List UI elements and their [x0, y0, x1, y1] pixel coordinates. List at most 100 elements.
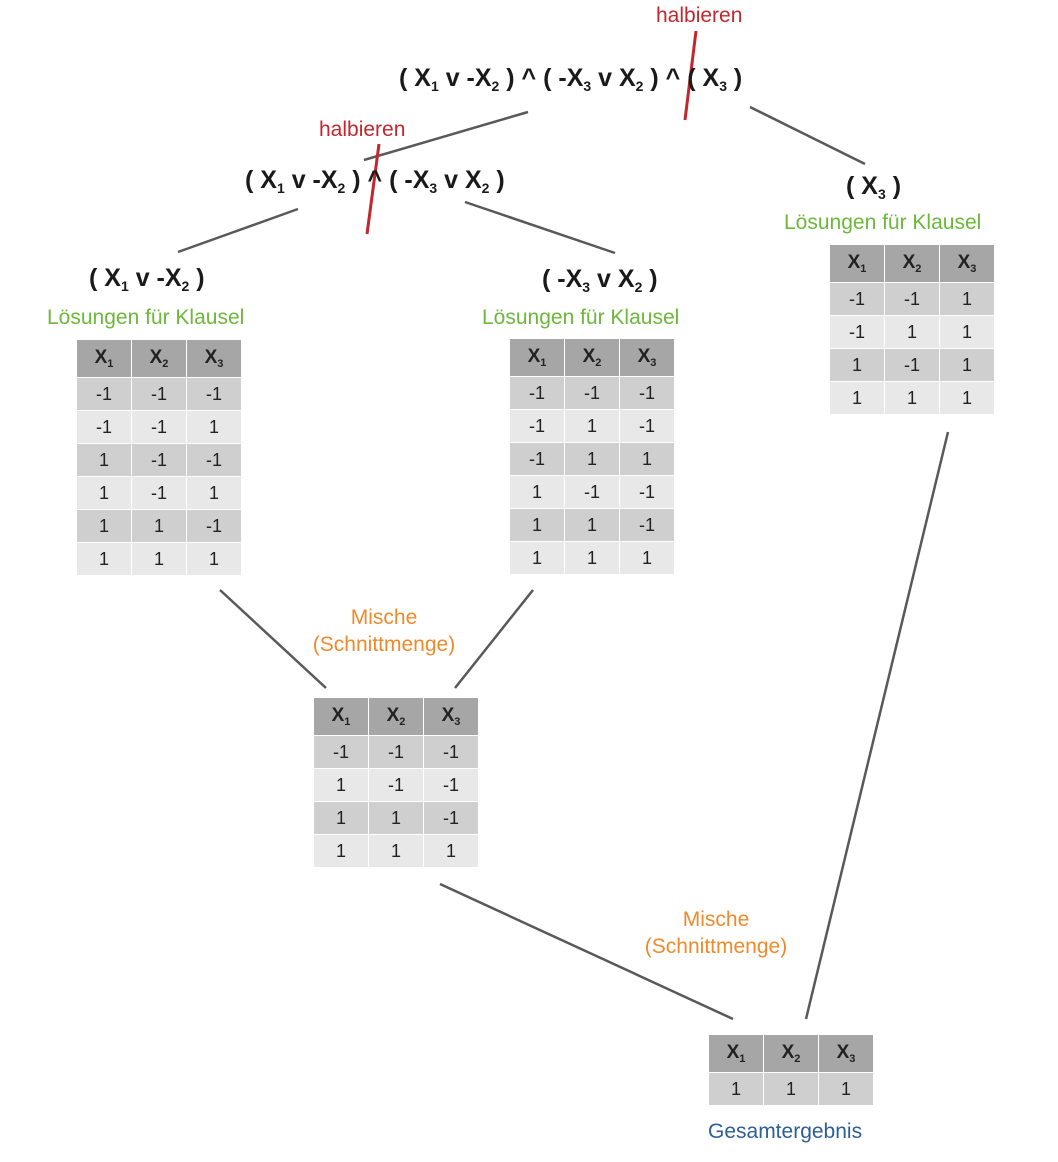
result-label: Gesamtergebnis	[708, 1120, 863, 1143]
column-header-variable: X	[836, 1042, 850, 1063]
column-header-variable: X	[847, 252, 861, 273]
table-cell: 1	[939, 381, 995, 415]
formula-text: ( -X	[542, 265, 583, 293]
edge-table-b-to-merge1	[454, 589, 534, 689]
column-header: X1	[829, 244, 885, 283]
table-cell: -1	[131, 410, 187, 444]
edge-merge1-to-result	[439, 882, 734, 1021]
column-header: X3	[818, 1034, 874, 1073]
formula-clause-b: ( -X3 v X2 )	[542, 265, 658, 295]
table-cell: 1	[939, 348, 995, 382]
formula-text: )	[726, 64, 743, 92]
column-header-variable: X	[204, 347, 218, 368]
table-cell: 1	[829, 348, 885, 382]
formula-subscript: 3	[583, 78, 592, 94]
table-cell: 1	[619, 442, 675, 476]
column-header-index: 3	[849, 1053, 856, 1065]
table-cell: -1	[313, 735, 369, 769]
table-cell: 1	[76, 542, 132, 576]
merge-label-1-line2: (Schnittmenge)	[312, 633, 456, 656]
edge-left-half-to-clause-b	[464, 200, 616, 255]
table-cell: 1	[131, 542, 187, 576]
column-header: X3	[423, 697, 479, 736]
table-cell: 1	[423, 834, 479, 868]
halve-label-top: halbieren	[656, 4, 743, 27]
table-cell: -1	[509, 409, 565, 443]
column-header-index: 1	[540, 357, 547, 369]
table-cell: 1	[884, 381, 940, 415]
column-header-variable: X	[527, 346, 541, 367]
table-cell: 1	[829, 381, 885, 415]
column-header-index: 3	[217, 358, 224, 370]
column-header-index: 1	[739, 1053, 746, 1065]
column-header-index: 2	[399, 716, 406, 728]
formula-text: ) ^ ( -X	[345, 166, 430, 194]
formula-subscript: 2	[337, 180, 346, 196]
formula-text: v X	[437, 166, 482, 194]
table-cell: -1	[186, 377, 242, 411]
solutions-label-b: Lösungen für Klausel	[482, 306, 680, 329]
table-cell: 1	[564, 442, 620, 476]
formula-subscript: 1	[120, 278, 129, 294]
table-cell: 1	[368, 834, 424, 868]
table-cell: -1	[423, 768, 479, 802]
formula-left-half: ( X1 v -X2 ) ^ ( -X3 v X2 )	[245, 166, 505, 196]
formula-subscript: 2	[181, 278, 190, 294]
formula-text: ) ^ ( X	[643, 64, 720, 92]
table-cell: -1	[368, 735, 424, 769]
column-header-variable: X	[582, 346, 596, 367]
table-cell: 1	[564, 409, 620, 443]
column-header-variable: X	[902, 252, 916, 273]
column-header-index: 3	[970, 263, 977, 275]
formula-text: v -X	[284, 166, 338, 194]
formula-subscript: 3	[582, 279, 591, 295]
column-header-index: 2	[915, 263, 922, 275]
table-cell: -1	[564, 376, 620, 410]
solutions-label-a: Lösungen für Klausel	[47, 306, 245, 329]
table-cell: 1	[76, 476, 132, 510]
table-cell: -1	[619, 409, 675, 443]
table-cell: 1	[76, 443, 132, 477]
column-header: X2	[884, 244, 940, 283]
formula-text: v -X	[438, 64, 492, 92]
merge-label-1: Mische (Schnittmenge)	[303, 604, 465, 658]
table-cell: 1	[186, 476, 242, 510]
formula-text: ) ^ ( -X	[499, 64, 584, 92]
table-cell: -1	[619, 508, 675, 542]
table-cell: -1	[368, 768, 424, 802]
edge-left-half-to-clause-a	[177, 207, 299, 254]
merge-label-2: Mische (Schnittmenge)	[635, 906, 797, 960]
table-cell: 1	[884, 315, 940, 349]
table-cell: -1	[186, 509, 242, 543]
table-cell: 1	[708, 1072, 764, 1106]
column-header-index: 3	[650, 357, 657, 369]
formula-text: v -X	[128, 264, 182, 292]
column-header-variable: X	[726, 1042, 740, 1063]
table-cell: -1	[131, 377, 187, 411]
edge-table-a-to-merge1	[219, 589, 327, 689]
column-header: X3	[939, 244, 995, 283]
formula-text: ( X	[846, 172, 878, 200]
halve-cut-mark-top	[683, 30, 698, 121]
table-cell: 1	[186, 542, 242, 576]
solutions-label-right: Lösungen für Klausel	[784, 211, 982, 234]
formula-subscript: 3	[429, 180, 438, 196]
table-cell: 1	[186, 410, 242, 444]
column-header-variable: X	[94, 347, 108, 368]
edge-table-c-to-result	[804, 431, 950, 1020]
table-cell: 1	[509, 508, 565, 542]
